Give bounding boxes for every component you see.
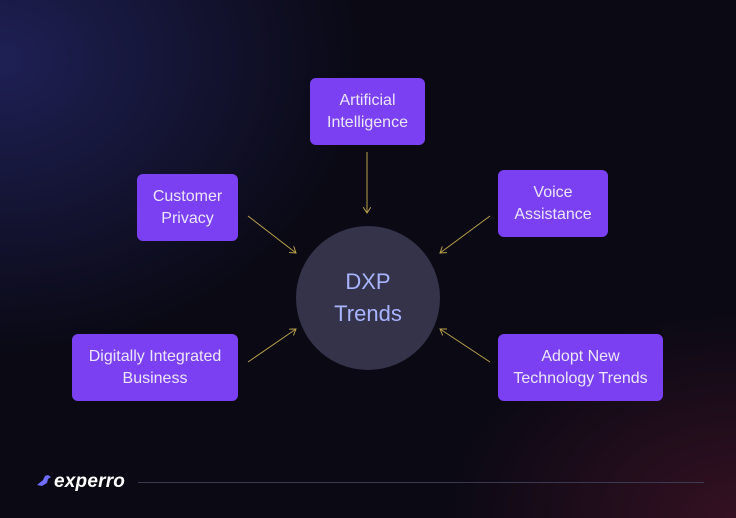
node-adopt-new-technology-trends: Adopt New Technology Trends	[498, 334, 663, 401]
node-label: Adopt New Technology Trends	[513, 347, 648, 387]
node-label: Customer Privacy	[152, 187, 223, 227]
node-artificial-intelligence: Artificial Intelligence	[310, 78, 425, 145]
arrow-privacy-to-center	[247, 215, 296, 253]
node-customer-privacy: Customer Privacy	[137, 174, 238, 241]
node-digitally-integrated-business: Digitally Integrated Business	[72, 334, 238, 401]
arrow-adopt-to-center	[440, 329, 491, 363]
footer-divider	[138, 482, 704, 483]
center-hub-dxp-trends: DXP Trends	[296, 226, 440, 370]
hub-label: DXP Trends	[334, 269, 402, 326]
arrow-digital-to-center	[247, 329, 296, 363]
logo-text: experro	[54, 471, 126, 492]
experro-logo: experro	[36, 470, 125, 494]
node-label: Digitally Integrated Business	[88, 347, 222, 387]
bird-icon	[37, 475, 51, 486]
node-voice-assistance: Voice Assistance	[498, 170, 608, 237]
node-label: Artificial Intelligence	[327, 91, 408, 131]
node-label: Voice Assistance	[514, 183, 592, 223]
arrow-voice-to-center	[440, 215, 491, 253]
